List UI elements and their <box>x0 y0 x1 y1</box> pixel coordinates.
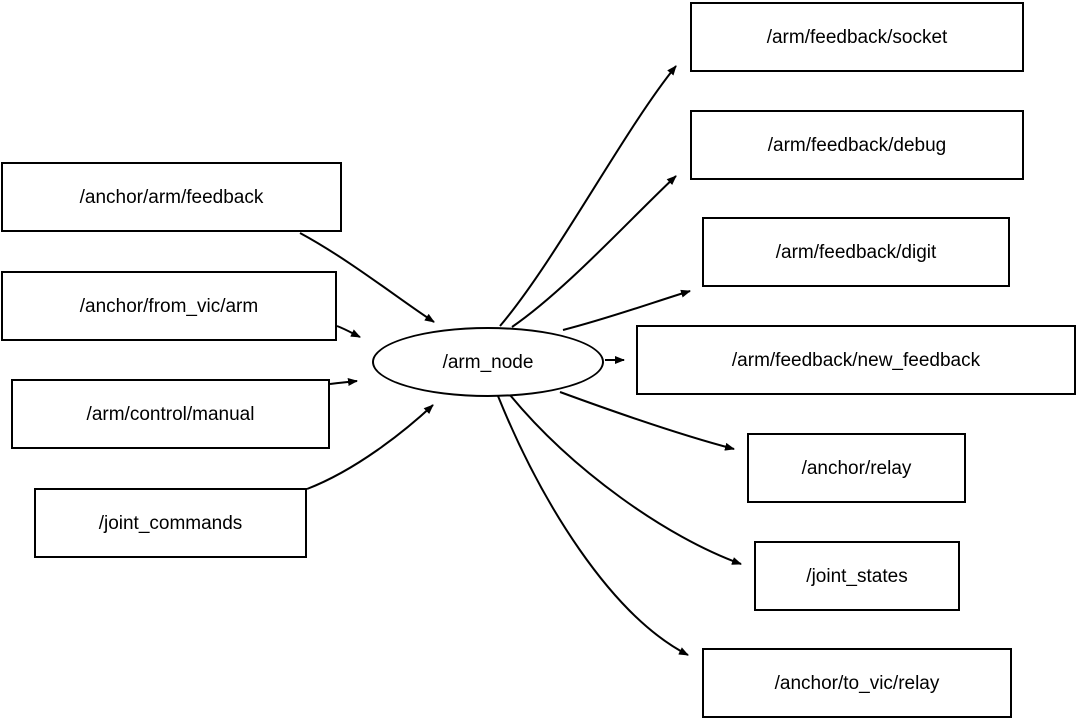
topic-node-anchor-from-vic-arm[interactable]: /anchor/from_vic/arm <box>1 271 337 341</box>
topic-node-arm-feedback-new-feedback[interactable]: /arm/feedback/new_feedback <box>636 325 1076 395</box>
graph-edge-edge-joint-commands-to-node <box>306 404 434 490</box>
topic-node-label: /anchor/to_vic/relay <box>774 672 940 694</box>
graph-edge-edge-node-to-arm-feedback-digit <box>562 289 691 331</box>
topic-node-anchor-to-vic-relay[interactable]: /anchor/to_vic/relay <box>702 648 1012 718</box>
graph-edge-edge-arm-control-manual-to-node <box>329 378 358 386</box>
topic-node-anchor-relay[interactable]: /anchor/relay <box>747 433 966 503</box>
topic-node-label: /joint_commands <box>98 512 243 534</box>
topic-node-label: /joint_states <box>806 565 908 587</box>
graph-edge-edge-anchor-arm-feedback-to-node <box>299 232 435 323</box>
topic-node-label: /arm/feedback/debug <box>767 134 947 156</box>
graph-edge-edge-node-to-arm-feedback-debug <box>511 175 677 328</box>
topic-node-label: /arm/feedback/digit <box>775 241 937 263</box>
topic-node-label: /arm/feedback/new_feedback <box>731 349 981 371</box>
topic-node-joint-commands[interactable]: /joint_commands <box>34 488 307 558</box>
edges-group <box>299 65 742 656</box>
graph-edge-edge-node-to-anchor-to-vic-relay <box>497 395 689 656</box>
topic-node-arm-control-manual[interactable]: /arm/control/manual <box>11 379 330 449</box>
topic-node-joint-states[interactable]: /joint_states <box>754 541 960 611</box>
graph-edge-edge-node-to-anchor-relay <box>559 391 735 451</box>
topic-node-anchor-arm-feedback[interactable]: /anchor/arm/feedback <box>1 162 342 232</box>
topic-node-label: /arm/feedback/socket <box>766 26 948 48</box>
topic-node-arm-feedback-digit[interactable]: /arm/feedback/digit <box>702 217 1010 287</box>
center-node-label: /arm_node <box>442 351 534 373</box>
graph-edge-edge-node-to-joint-states <box>509 394 742 565</box>
topic-node-label: /anchor/arm/feedback <box>79 186 264 208</box>
graph-edge-edge-node-to-arm-feedback-socket <box>499 65 677 327</box>
graph-edge-edge-anchor-from-vic-arm-to-node <box>336 325 361 338</box>
topic-node-arm-feedback-debug[interactable]: /arm/feedback/debug <box>690 110 1024 180</box>
topic-node-label: /anchor/relay <box>801 457 912 479</box>
topic-node-label: /arm/control/manual <box>86 403 255 425</box>
topic-node-arm-feedback-socket[interactable]: /arm/feedback/socket <box>690 2 1024 72</box>
topic-node-label: /anchor/from_vic/arm <box>79 295 259 317</box>
center-node-arm-node[interactable]: /arm_node <box>372 327 604 397</box>
